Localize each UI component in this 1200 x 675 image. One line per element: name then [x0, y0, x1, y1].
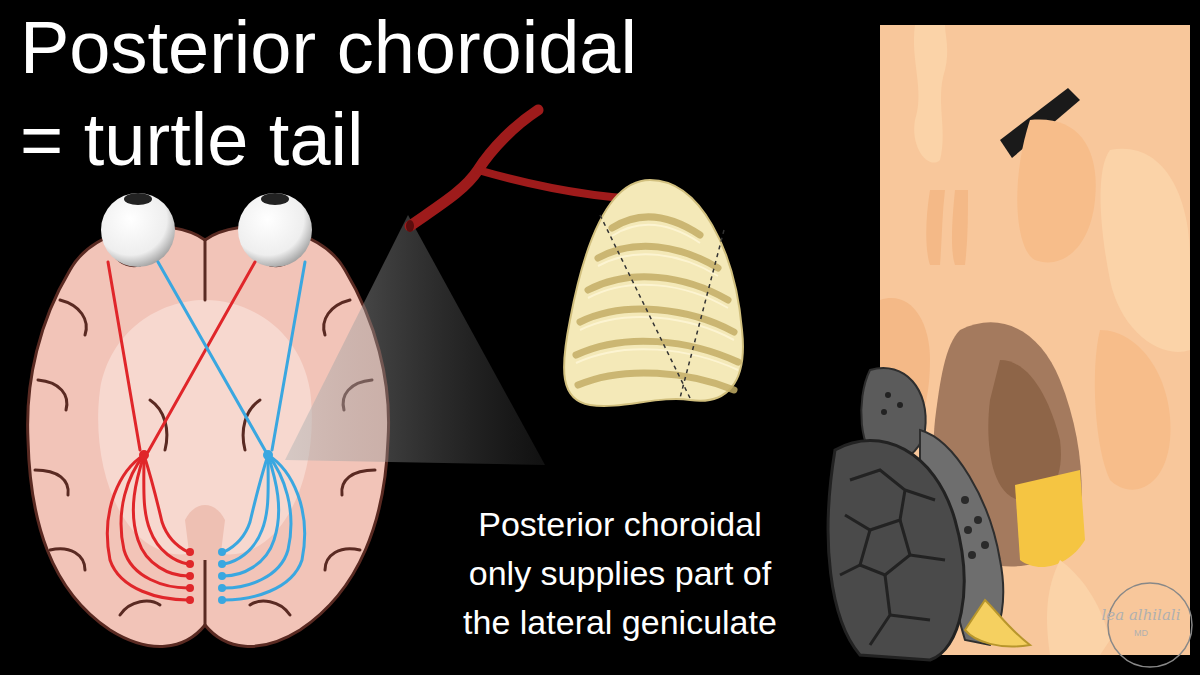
- zoom-cone: [285, 215, 545, 465]
- turtle: [828, 368, 1030, 660]
- eyeballs: [101, 193, 312, 267]
- watermark-ring: [1108, 583, 1192, 667]
- watermark-text: MD: [1086, 628, 1196, 639]
- caption-text: Posterior choroidal only supplies part o…: [450, 500, 790, 647]
- title: Posterior choroidal = turtle tail: [20, 2, 680, 186]
- visual-pathway: [107, 262, 305, 604]
- watermark-text: lea alhilali: [1086, 606, 1196, 624]
- lateral-geniculate: [564, 180, 743, 406]
